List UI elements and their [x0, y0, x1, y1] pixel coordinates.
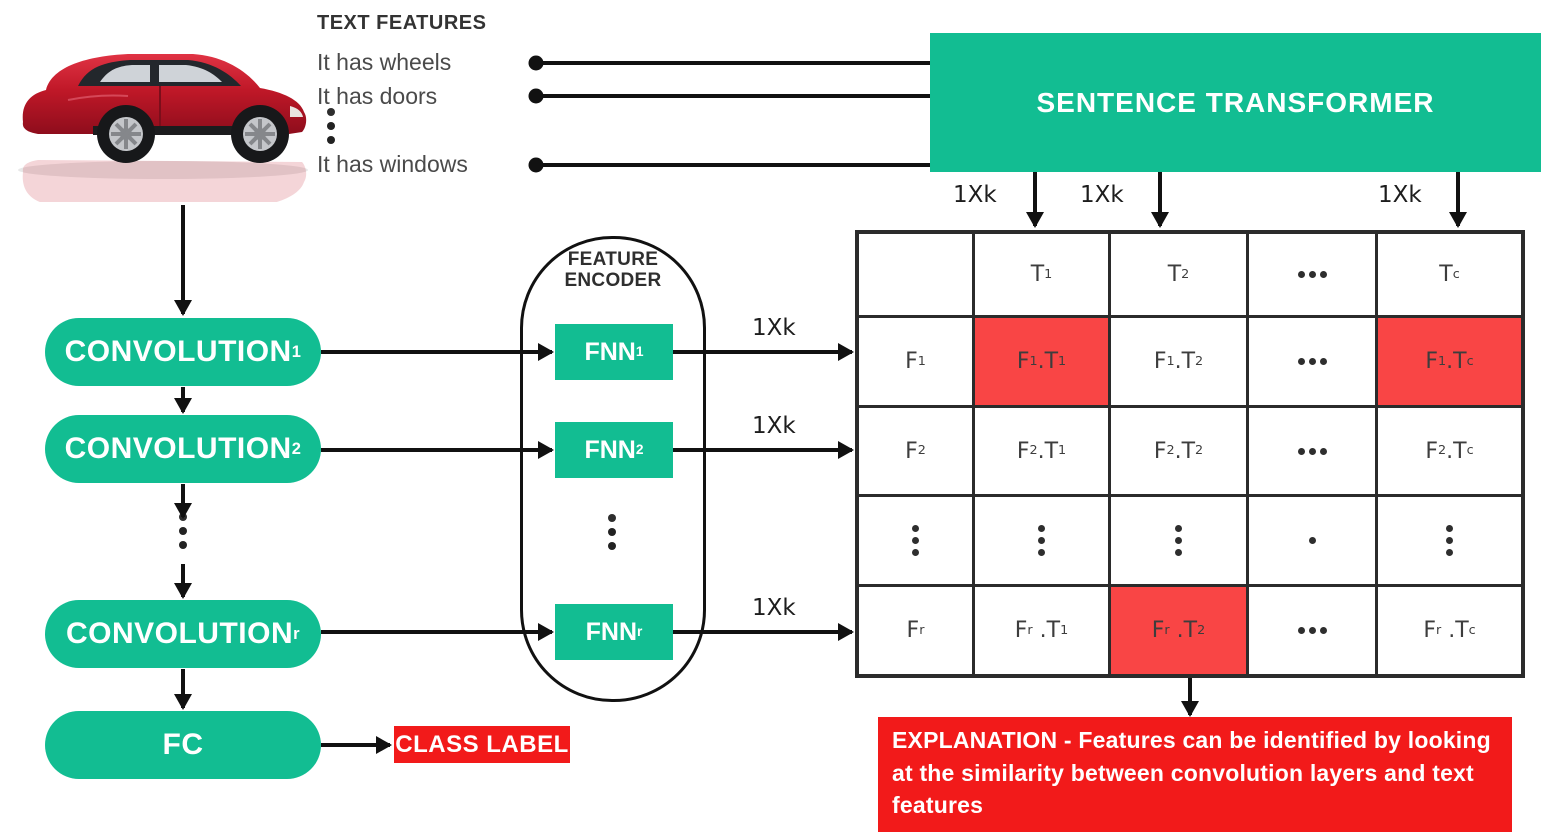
fc-block: FC: [45, 711, 321, 779]
matrix-cell: [1378, 497, 1521, 587]
feature-encoder-title: FEATURE ENCODER: [564, 249, 662, 291]
arrow-down: [181, 564, 185, 597]
feature-encoder-container: [520, 236, 706, 702]
dim-label: 1Xk: [752, 413, 796, 439]
text-feature-item: It has wheels: [317, 49, 452, 75]
arrow-down: [1158, 172, 1162, 226]
text-features-ellipsis-icon: [327, 108, 335, 116]
matrix-cell: [975, 497, 1111, 587]
arrow-down: [181, 205, 185, 314]
class-label-badge: CLASS LABEL: [394, 726, 570, 763]
matrix-cell: [1111, 497, 1249, 587]
fnn-ellipsis-icon: [608, 514, 616, 522]
front-wheel-icon: [231, 105, 289, 163]
arrow-right: [321, 743, 390, 747]
arrow-right: [321, 350, 552, 354]
explanation-box: EXPLANATION - Features can be identified…: [878, 717, 1512, 832]
arrow-down: [1188, 678, 1192, 715]
matrix-header-cell: [859, 234, 975, 318]
arrow-down: [1033, 172, 1037, 226]
arrow-down: [181, 484, 185, 517]
text-feature-item: It has windows: [317, 151, 468, 177]
matrix-cell: [1249, 408, 1378, 497]
arrow-down: [181, 669, 185, 708]
sentence-transformer-block: SENTENCE TRANSFORMER: [930, 33, 1541, 172]
arrow-right: [673, 350, 852, 354]
arrow-right: [673, 448, 852, 452]
arrow-down: [1456, 172, 1460, 226]
connector-line: [540, 61, 930, 65]
rear-wheel-icon: [97, 105, 155, 163]
dim-label: 1Xk: [752, 315, 796, 341]
connector-line: [540, 163, 930, 167]
text-features-heading: TEXT FEATURES: [317, 12, 487, 34]
arrow-right: [321, 448, 552, 452]
arrow-down: [181, 387, 185, 412]
dim-label: 1Xk: [1378, 182, 1422, 208]
matrix-cell: [1249, 587, 1378, 674]
arrow-right: [673, 630, 852, 634]
matrix-cell: [859, 497, 975, 587]
text-feature-item: It has doors: [317, 83, 438, 109]
arrow-right: [321, 630, 552, 634]
connector-line: [540, 94, 930, 98]
matrix-cell: [1249, 318, 1378, 408]
dim-label: 1Xk: [953, 182, 997, 208]
dim-label: 1Xk: [752, 595, 796, 621]
red-car-image: [18, 54, 308, 202]
dim-label: 1Xk: [1080, 182, 1124, 208]
matrix-cell: [1249, 497, 1378, 587]
matrix-header-cell: [1249, 234, 1378, 318]
